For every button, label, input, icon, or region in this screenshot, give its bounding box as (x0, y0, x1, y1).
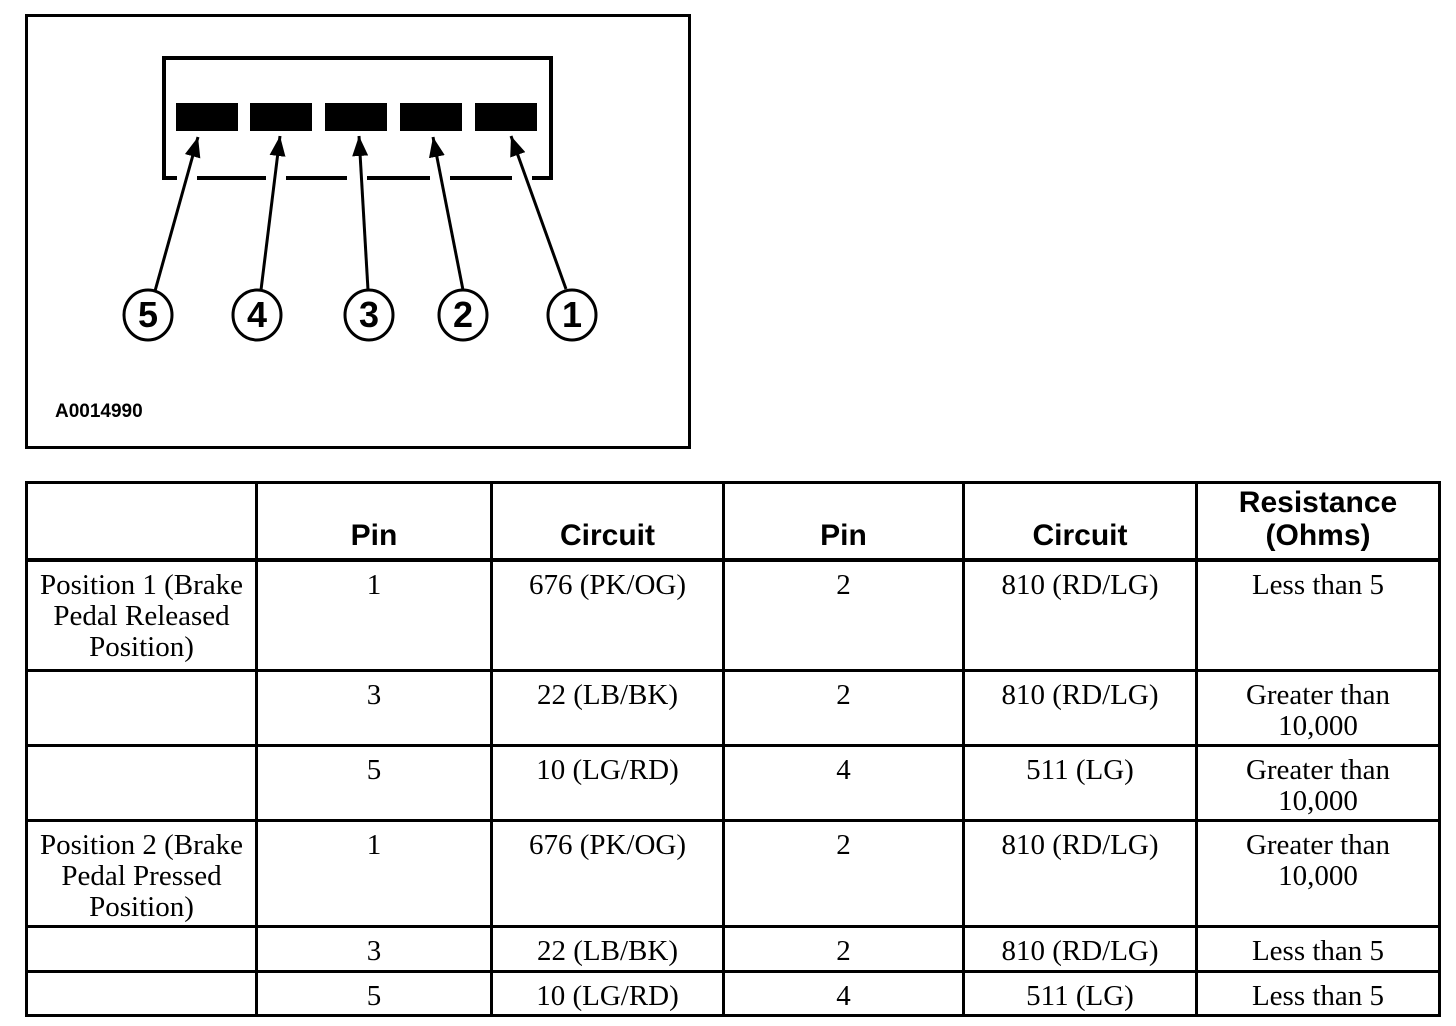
cell-pin-a: 5 (255, 743, 493, 822)
figure-frame (25, 14, 691, 449)
pin-arrow-3 (352, 135, 370, 291)
header-circuit-b: Circuit (962, 481, 1198, 562)
cell-circuit-b: 810 (RD/LG) (962, 558, 1198, 672)
cell-pin-a: 5 (255, 969, 493, 1017)
header-pin-a: Pin (255, 481, 493, 562)
header-circuit-a: Circuit (490, 481, 725, 562)
cell-pin-a: 3 (255, 924, 493, 973)
cell-position (25, 924, 258, 973)
cell-circuit-a: 676 (PK/OG) (490, 818, 725, 928)
cell-resistance: Greater than 10,000 (1195, 818, 1441, 928)
header-resistance: Resistance (Ohms) (1195, 481, 1441, 562)
figure-id-label: A0014990 (55, 401, 143, 422)
callout-circle (437, 288, 489, 342)
pin-slot-2 (400, 103, 462, 131)
cell-pin-b: 4 (722, 743, 965, 822)
cell-circuit-a: 22 (LB/BK) (490, 668, 725, 747)
callout-number: 5 (138, 294, 158, 335)
pin-arrow-1 (509, 135, 568, 290)
table-row: Position 2 (Brake Pedal Pressed Position… (25, 818, 1441, 928)
cell-position: Position 2 (Brake Pedal Pressed Position… (25, 818, 258, 928)
pin-callout-4: 4 (231, 288, 283, 342)
cell-pin-b: 4 (722, 969, 965, 1017)
pin-arrow-2 (428, 136, 465, 291)
cell-circuit-b: 810 (RD/LG) (962, 924, 1198, 973)
callout-circle (231, 288, 283, 342)
cell-position (25, 743, 258, 822)
cell-pin-a: 3 (255, 668, 493, 747)
cell-pin-a: 1 (255, 818, 493, 928)
table-row: 5 10 (LG/RD) 4 511 (LG) Less than 5 (25, 969, 1441, 1017)
callout-circle (343, 288, 395, 342)
cell-circuit-a: 676 (PK/OG) (490, 558, 725, 672)
cell-circuit-a: 22 (LB/BK) (490, 924, 725, 973)
cell-pin-b: 2 (722, 668, 965, 747)
cell-resistance: Greater than 10,000 (1195, 668, 1441, 747)
cell-pin-a: 1 (255, 558, 493, 672)
cell-circuit-a: 10 (LG/RD) (490, 743, 725, 822)
cell-pin-b: 2 (722, 558, 965, 672)
pin-arrows (153, 135, 568, 292)
pin-slot-1 (475, 103, 537, 131)
cell-circuit-b: 511 (LG) (962, 743, 1198, 822)
cell-resistance: Less than 5 (1195, 924, 1441, 973)
table-row: 3 22 (LB/BK) 2 810 (RD/LG) Less than 5 (25, 924, 1441, 973)
pin-slot-3 (325, 103, 387, 131)
pin-slot-4 (250, 103, 312, 131)
pin-arrow-5 (153, 136, 201, 292)
pin-slots (176, 103, 537, 131)
cell-resistance: Less than 5 (1195, 558, 1441, 672)
pin-callout-2: 2 (437, 288, 489, 342)
cell-circuit-b: 511 (LG) (962, 969, 1198, 1017)
cell-resistance: Greater than 10,000 (1195, 743, 1441, 822)
pin-callout-3: 3 (343, 288, 395, 342)
table-row: 3 22 (LB/BK) 2 810 (RD/LG) Greater than … (25, 668, 1441, 747)
cell-position (25, 668, 258, 747)
header-position (25, 481, 258, 562)
pin-slot-5 (176, 103, 238, 131)
callout-circle (546, 288, 598, 342)
callout-number: 1 (562, 294, 582, 335)
resistance-spec-table: Pin Circuit Pin Circuit Resistance (Ohms… (25, 481, 1441, 1017)
cell-circuit-b: 810 (RD/LG) (962, 668, 1198, 747)
header-pin-b: Pin (722, 481, 965, 562)
table-header-row: Pin Circuit Pin Circuit Resistance (Ohms… (25, 481, 1441, 562)
table-row: Position 1 (Brake Pedal Released Positio… (25, 558, 1441, 672)
callout-number: 4 (247, 294, 267, 335)
cell-resistance: Less than 5 (1195, 969, 1441, 1017)
connector-housing-outline (162, 56, 553, 180)
callout-circle (122, 288, 174, 342)
cell-position: Position 1 (Brake Pedal Released Positio… (25, 558, 258, 672)
cell-circuit-a: 10 (LG/RD) (490, 969, 725, 1017)
pin-callout-1: 1 (546, 288, 598, 342)
callout-number: 2 (453, 294, 473, 335)
pin-callout-5: 5 (122, 288, 174, 342)
cell-pin-b: 2 (722, 818, 965, 928)
connector-pinout-figure: 5 4 3 2 1 A0014990 (25, 14, 691, 449)
table-row: 5 10 (LG/RD) 4 511 (LG) Greater than 10,… (25, 743, 1441, 822)
cell-position (25, 969, 258, 1017)
cell-pin-b: 2 (722, 924, 965, 973)
pin-arrow-4 (259, 135, 286, 291)
callout-number: 3 (359, 294, 379, 335)
cell-circuit-b: 810 (RD/LG) (962, 818, 1198, 928)
